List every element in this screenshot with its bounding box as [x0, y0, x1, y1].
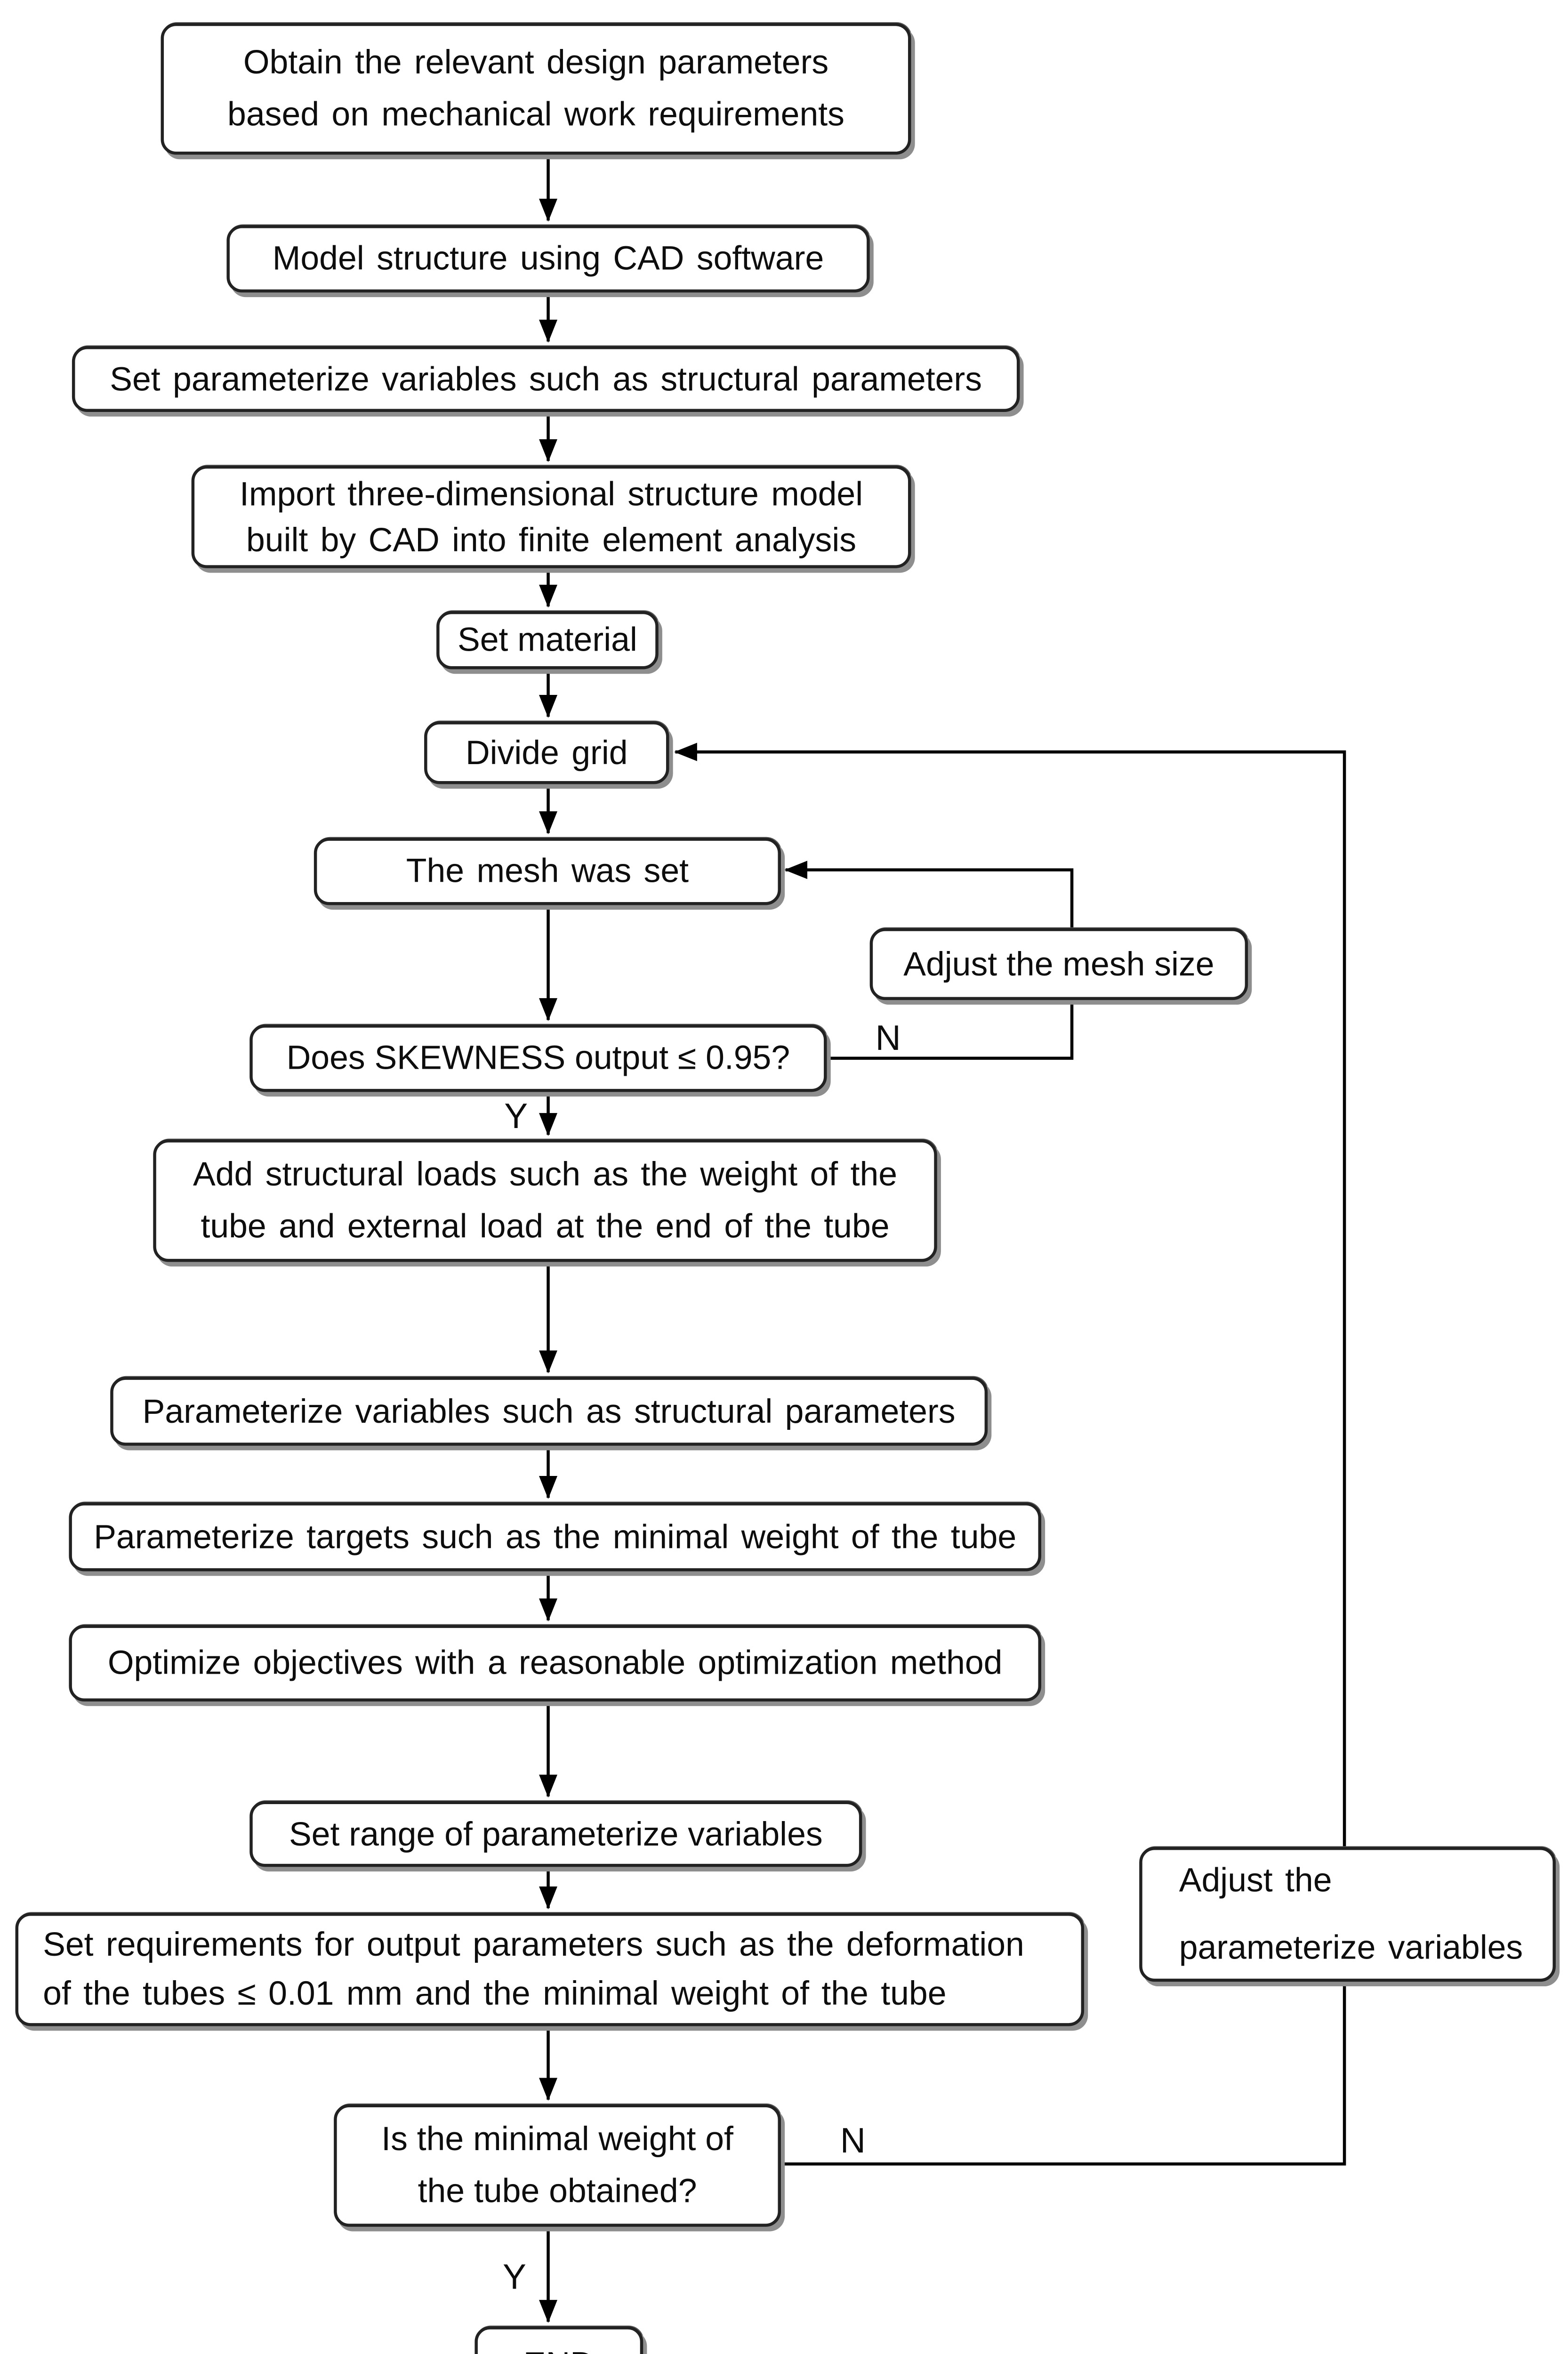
node-set-range-variables: Set range of parameterize variables [249, 1801, 862, 1867]
node-label: END [478, 2345, 640, 2354]
node-label: Adjust the parameterize variables [1179, 1861, 1523, 1967]
node-parameterize-variables: Parameterize variables such as structura… [110, 1377, 988, 1446]
node-model-structure-cad: Model structure using CAD software [226, 225, 870, 293]
label-skewness-yes: Y [504, 1096, 528, 1136]
node-label: Set parameterize variables such as struc… [110, 359, 982, 398]
node-adjust-parameterize-variables: Adjust the parameterize variables [1139, 1847, 1556, 1982]
node-label: Parameterize variables such as structura… [142, 1391, 956, 1430]
node-label: Set requirements for output parameters s… [43, 1925, 1024, 2013]
node-adjust-mesh-size: Adjust the mesh size [869, 928, 1248, 1000]
label-final-yes: Y [503, 2257, 526, 2297]
node-label: Does SKEWNESS output ≤ 0.95? [286, 1038, 790, 1077]
node-label: Add structural loads such as the weight … [193, 1154, 898, 1245]
node-set-parameterize-variables: Set parameterize variables such as struc… [72, 346, 1020, 412]
node-label: The mesh was set [406, 851, 689, 890]
node-label: Divide grid [465, 733, 628, 771]
node-label: Adjust the mesh size [903, 944, 1214, 983]
label-skewness-no: N [875, 1017, 901, 1058]
node-minimal-weight-decision: Is the minimal weight of the tube obtain… [334, 2104, 781, 2227]
node-label: Obtain the relevant design parameters ba… [227, 43, 844, 134]
node-obtain-design-parameters: Obtain the relevant design parameters ba… [161, 23, 911, 155]
node-label: Set material [457, 620, 637, 659]
connector-adjustmesh-to-mesh [784, 861, 1074, 928]
node-skewness-decision: Does SKEWNESS output ≤ 0.95? [249, 1024, 827, 1092]
node-set-output-requirements: Set requirements for output parameters s… [15, 1912, 1085, 2026]
node-end: END [474, 2326, 643, 2354]
connector-skewness-no-to-adjustmesh [827, 1001, 1074, 1060]
node-mesh-was-set: The mesh was set [314, 838, 781, 905]
node-label: Set range of parameterize variables [289, 1814, 823, 1853]
node-parameterize-targets: Parameterize targets such as the minimal… [69, 1502, 1041, 1572]
node-label: Model structure using CAD software [272, 239, 824, 277]
label-final-no: N [840, 2120, 866, 2161]
node-label: Optimize objectives with a reasonable op… [107, 1643, 1003, 1682]
node-add-structural-loads: Add structural loads such as the weight … [153, 1139, 937, 1262]
node-divide-grid: Divide grid [424, 721, 669, 784]
node-set-material: Set material [436, 611, 659, 669]
node-import-model-fea: Import three-dimensional structure model… [191, 465, 911, 568]
node-label: Import three-dimensional structure model… [239, 474, 863, 558]
node-optimize-objectives: Optimize objectives with a reasonable op… [69, 1625, 1041, 1702]
node-label: Parameterize targets such as the minimal… [94, 1517, 1017, 1556]
node-label: Is the minimal weight of the tube obtain… [381, 2120, 733, 2210]
